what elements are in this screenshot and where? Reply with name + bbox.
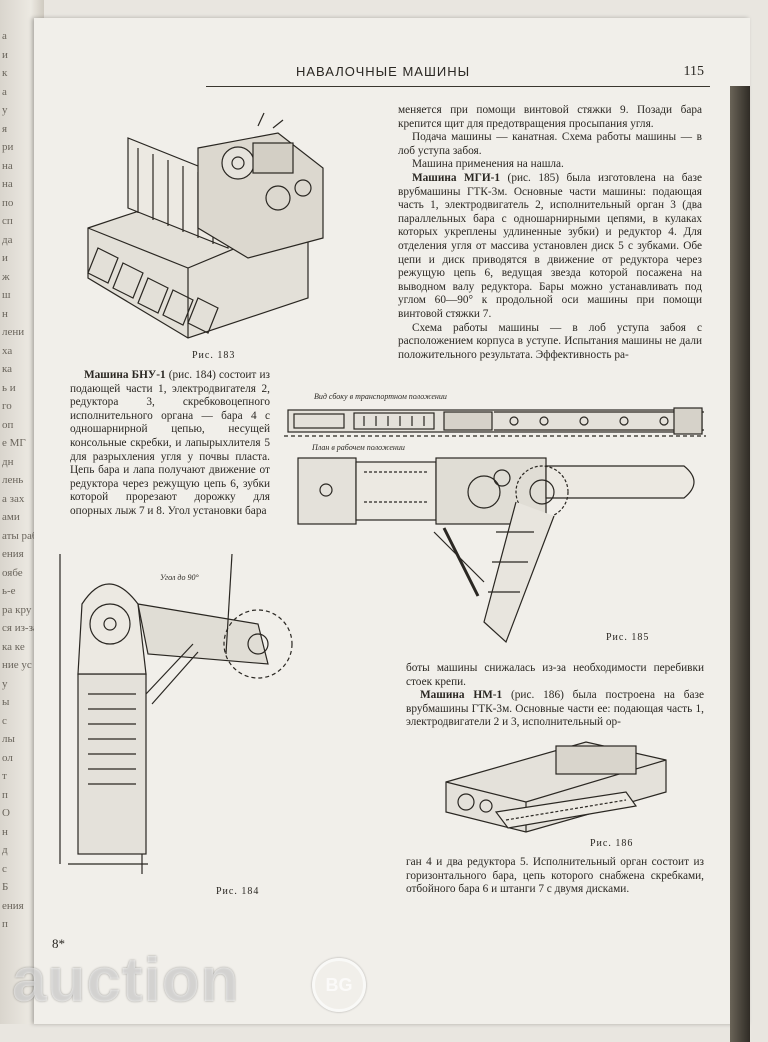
nm-heading: Машина НМ-1 xyxy=(420,689,503,702)
mgi-paragraph: Машина МГИ-1 (рис. 185) была изготовлена… xyxy=(398,172,702,322)
previous-page-text-fragment: ш xyxy=(2,289,11,301)
previous-page-text-fragment: ка xyxy=(2,363,13,375)
previous-page-text-fragment: ся из-за xyxy=(2,622,38,634)
figure-183-caption: Рис. 183 xyxy=(192,350,236,361)
previous-page-text-fragment: е МГ xyxy=(2,437,26,449)
previous-page-text-fragment: ения xyxy=(2,899,24,912)
mgi-text: (рис. 185) была изготовлена на базе вруб… xyxy=(398,171,702,320)
previous-page-text-fragment: а xyxy=(2,85,7,98)
previous-page-text-fragment: ения xyxy=(2,548,24,560)
watermark-badge: BG xyxy=(312,958,366,1012)
previous-page-text-fragment: по xyxy=(2,196,14,209)
previous-page-text-fragment: ь-е xyxy=(2,585,16,597)
previous-page-text-fragment: аты рабо xyxy=(2,529,44,542)
previous-page-text-fragment: ь и xyxy=(2,381,16,394)
right-column-bottom-text: ган 4 и два редуктора 5. Исполнительный … xyxy=(406,856,704,897)
bnu-paragraph: Машина БНУ-1 (рис. 184) состоит из подаю… xyxy=(70,369,270,519)
page-header: НАВАЛОЧНЫЕ МАШИНЫ 115 xyxy=(206,60,710,87)
paragraph: Схема работы машины — в лоб уступа забоя… xyxy=(398,321,702,361)
previous-page-text-fragment: ра кру xyxy=(2,603,32,616)
paragraph: ган 4 и два редуктора 5. Исполнительный … xyxy=(406,856,704,896)
book-spine xyxy=(730,86,750,1042)
previous-page-text-fragment: а xyxy=(2,30,7,42)
page-number: 115 xyxy=(683,64,704,79)
running-title: НАВАЛОЧНЫЕ МАШИНЫ xyxy=(296,64,471,79)
previous-page-text-fragment: к xyxy=(2,67,8,79)
previous-page-text-fragment: го xyxy=(2,400,12,412)
previous-page-text-fragment: лень xyxy=(2,474,24,486)
bnu-heading: Машина БНУ-1 xyxy=(84,369,166,381)
paragraph: меняется при помощи винтовой стяжки 9. П… xyxy=(398,104,702,130)
previous-page-text-fragment: О xyxy=(2,807,10,819)
previous-page-text-fragment: оябе xyxy=(2,566,23,579)
figure-184-angle-label: Угол до 90° xyxy=(160,573,199,582)
previous-page-text-fragment: ка ке xyxy=(2,640,25,653)
previous-page-text-fragment: на xyxy=(2,159,13,172)
previous-page-text-fragment: и xyxy=(2,48,8,61)
previous-page-text-fragment: я xyxy=(2,122,8,135)
previous-page-text-fragment: н xyxy=(2,307,8,320)
previous-page-text-fragment: ние ус xyxy=(2,659,32,671)
previous-page-text-fragment: да xyxy=(2,233,13,246)
previous-page-text-fragment: ж xyxy=(2,270,10,283)
previous-page-text-fragment: т xyxy=(2,770,7,782)
right-column-mid-text: боты машины снижалась из-за необходимост… xyxy=(406,662,704,730)
previous-page-text-fragment: на xyxy=(2,178,13,190)
previous-page-text-fragment: а зах xyxy=(2,492,25,505)
previous-page-text-fragment: ами xyxy=(2,511,20,523)
signature-mark: 8* xyxy=(52,936,65,951)
figure-185-plan-view-label: План в рабочем положении xyxy=(312,443,405,452)
mgi-heading: Машина МГИ-1 xyxy=(412,171,501,184)
paragraph: боты машины снижалась из-за необходимост… xyxy=(406,662,704,688)
previous-page-text-fragment: ри xyxy=(2,141,14,153)
nm-text: (рис. 186) была построена на базе врубма… xyxy=(406,689,704,729)
figure-185-caption: Рис. 185 xyxy=(606,632,650,643)
paragraph: Машина применения на нашла. xyxy=(412,158,564,171)
previous-page-text-fragment: оп xyxy=(2,418,14,431)
previous-page-text-fragment: ха xyxy=(2,344,13,357)
previous-page-text-fragment: н xyxy=(2,825,8,838)
figure-184-caption: Рис. 184 xyxy=(216,886,260,897)
previous-page-text-fragment: п xyxy=(2,788,8,801)
paragraph: Подача машины — канатная. Схема работы м… xyxy=(398,131,702,157)
figure-186-caption: Рис. 186 xyxy=(590,838,634,849)
previous-page-text-fragment: ол xyxy=(2,751,13,764)
previous-page-text-fragment: д xyxy=(2,844,8,856)
figure-183-machine-illustration xyxy=(78,108,368,340)
previous-page-text-fragment: дн xyxy=(2,455,14,468)
previous-page-text-fragment: с xyxy=(2,862,7,875)
previous-page-text-fragment: сп xyxy=(2,215,13,227)
bnu-paragraph-block: Машина БНУ-1 (рис. 184) состоит из подаю… xyxy=(70,369,270,519)
bnu-text: (рис. 184) состоит из подающей части 1, … xyxy=(70,369,271,517)
previous-page-text-fragment: ы xyxy=(2,696,10,708)
previous-page-text-fragment: п xyxy=(2,918,8,930)
figure-184-machine-drawing xyxy=(58,544,298,874)
previous-page-text-fragment: у xyxy=(2,104,8,116)
previous-page-text-fragment: и xyxy=(2,252,8,264)
previous-page-text-fragment: у xyxy=(2,677,8,690)
right-column-top-text: меняется при помощи винтовой стяжки 9. П… xyxy=(398,104,702,362)
previous-page-text-fragment: лы xyxy=(2,733,15,745)
previous-page-text-fragment: лени xyxy=(2,326,25,338)
previous-page-text-fragment: с xyxy=(2,714,7,727)
auction-watermark: auction xyxy=(12,946,240,1015)
figure-185-side-view xyxy=(284,402,706,442)
nm-paragraph: Машина НМ-1 (рис. 186) была построена на… xyxy=(406,689,704,730)
previous-page-text-fragment: Б xyxy=(2,881,9,893)
figure-185-plan-view xyxy=(284,452,708,652)
figure-186-machine-illustration xyxy=(436,732,676,836)
figure-185-side-view-label: Вид сбоку в транспортном положении xyxy=(314,392,447,401)
